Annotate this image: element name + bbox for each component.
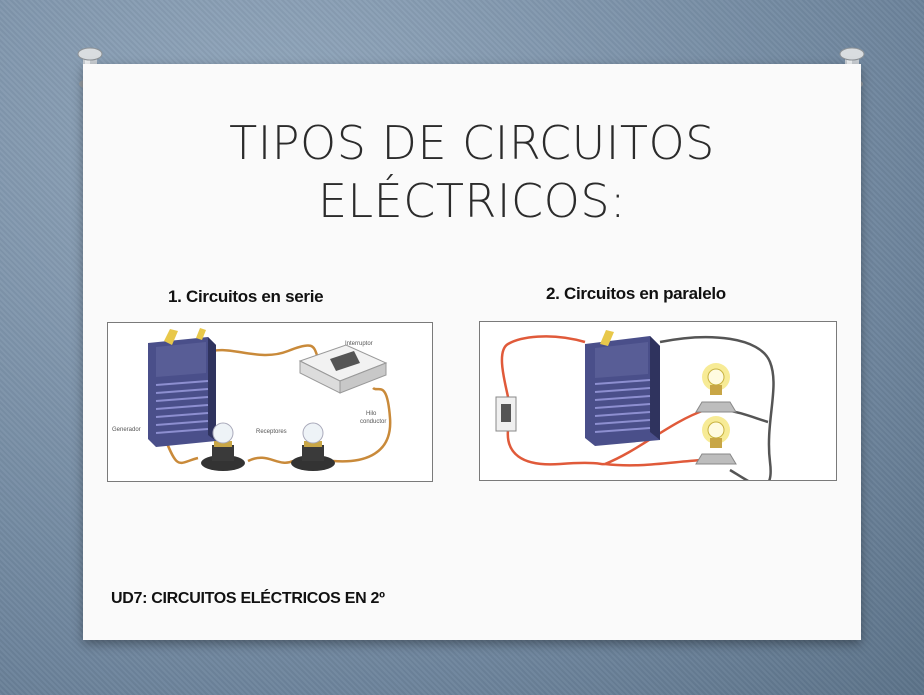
slide-footer: UD7: CIRCUITOS ELÉCTRICOS EN 2º <box>111 590 385 607</box>
bulb-icon <box>291 422 335 471</box>
label-hilo: Hilo <box>366 411 377 417</box>
label-interruptor: Interruptor <box>345 341 373 347</box>
slide-title-line2: ELÉCTRICOS: <box>317 174 627 228</box>
slide: TIPOS DE CIRCUITOS ELÉCTRICOS: 1. Circui… <box>83 64 861 640</box>
series-circuit-image: Interruptor Generador Receptores Hilo co… <box>107 322 433 482</box>
slide-title-line1: TIPOS DE CIRCUITOS <box>229 116 715 170</box>
switch-icon <box>495 396 517 432</box>
battery-icon <box>585 330 660 446</box>
label-receptores: Receptores <box>256 429 287 435</box>
battery-icon <box>148 328 216 447</box>
parallel-caption: 2. Circuitos en paralelo <box>546 284 726 303</box>
bulb-icon <box>201 422 245 471</box>
label-generador: Generador <box>112 427 141 433</box>
lit-bulb-icon <box>695 416 737 465</box>
series-caption: 1. Circuitos en serie <box>168 287 324 306</box>
parallel-circuit-image <box>479 321 837 481</box>
switch-icon <box>298 344 388 394</box>
label-conductor: conductor <box>360 419 386 425</box>
lit-bulb-icon <box>695 363 737 413</box>
